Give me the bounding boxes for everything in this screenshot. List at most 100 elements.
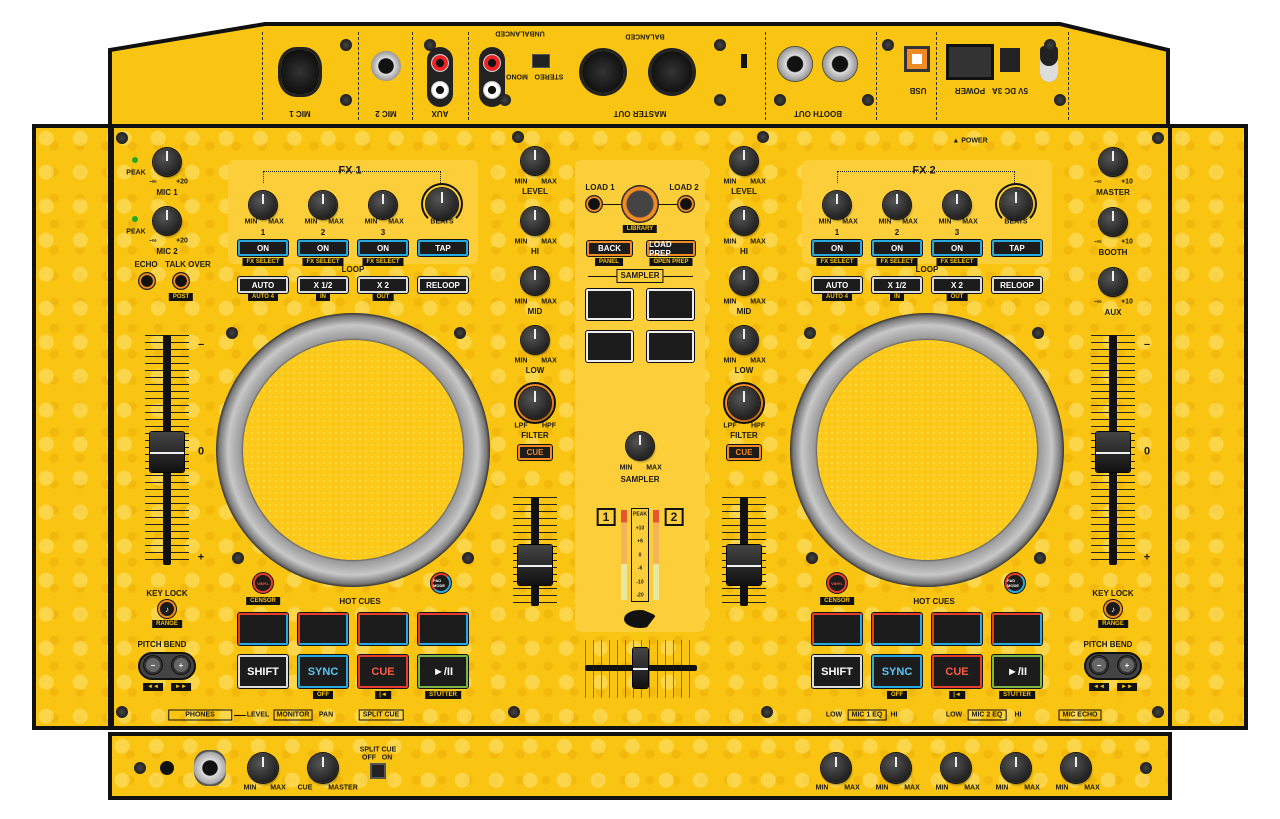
usb-port[interactable] xyxy=(904,46,930,72)
pitch-bend-plus-button[interactable]: + xyxy=(172,656,190,674)
ch2-channel-fader-handle[interactable] xyxy=(727,545,761,585)
hot-cue-pad-2[interactable] xyxy=(298,613,348,645)
ch1-cue-button[interactable]: CUE xyxy=(518,445,552,460)
ch2-hi-knob[interactable] xyxy=(730,207,758,235)
loop-double-button[interactable]: X 2 xyxy=(358,277,408,293)
talk-over-button[interactable] xyxy=(172,272,190,290)
mic1-hi-knob[interactable] xyxy=(881,753,911,783)
mini-jack[interactable] xyxy=(160,761,174,775)
ch1-mid-knob[interactable] xyxy=(521,267,549,295)
master-out-xlr-left[interactable] xyxy=(582,51,624,93)
loop-auto-button[interactable]: AUTO xyxy=(812,277,862,293)
mic2-hi-knob[interactable] xyxy=(1001,753,1031,783)
aux-rca-left[interactable] xyxy=(431,81,449,99)
hot-cue-pad-1[interactable] xyxy=(238,613,288,645)
split-cue-switch[interactable] xyxy=(370,763,386,779)
aux-rca-right[interactable] xyxy=(431,54,449,72)
ch2-filter-knob[interactable] xyxy=(728,387,760,419)
mic2-jack[interactable] xyxy=(371,51,401,81)
fx3-knob[interactable] xyxy=(369,191,397,219)
loop-auto-button[interactable]: AUTO xyxy=(238,277,288,293)
key-lock-button[interactable]: ♪ xyxy=(158,600,176,618)
mic1-gain-knob[interactable] xyxy=(153,148,181,176)
tap-button[interactable]: TAP xyxy=(418,240,468,256)
fx3-on-button[interactable]: ON xyxy=(932,240,982,256)
fx3-knob[interactable] xyxy=(943,191,971,219)
beats-knob[interactable] xyxy=(1000,188,1032,220)
stereo-mono-switch[interactable] xyxy=(532,54,550,68)
hot-cue-pad-4[interactable] xyxy=(418,613,468,645)
ch1-hi-knob[interactable] xyxy=(521,207,549,235)
load1-button[interactable] xyxy=(585,195,603,213)
sampler-pad-2[interactable] xyxy=(647,289,694,320)
tap-button[interactable]: TAP xyxy=(992,240,1042,256)
fx1-on-button[interactable]: ON xyxy=(238,240,288,256)
mic2-gain-knob[interactable] xyxy=(153,207,181,235)
reloop-button[interactable]: RELOOP xyxy=(992,277,1042,293)
loop-double-button[interactable]: X 2 xyxy=(932,277,982,293)
aux-level-knob[interactable] xyxy=(1099,268,1127,296)
power-switch[interactable] xyxy=(946,44,994,80)
hot-cue-pad-2[interactable] xyxy=(872,613,922,645)
play-pause-button[interactable]: ►/II xyxy=(418,655,468,688)
fx1-knob[interactable] xyxy=(249,191,277,219)
booth-out-right-jack[interactable] xyxy=(822,46,858,82)
vinyl-button[interactable]: VINYL xyxy=(827,573,847,593)
ch2-mid-knob[interactable] xyxy=(730,267,758,295)
hot-cue-pad-1[interactable] xyxy=(812,613,862,645)
play-pause-button[interactable]: ►/II xyxy=(992,655,1042,688)
ch1-filter-knob[interactable] xyxy=(519,387,551,419)
loop-half-button[interactable]: X 1/2 xyxy=(872,277,922,293)
hot-cue-pad-3[interactable] xyxy=(358,613,408,645)
booth-out-left-jack[interactable] xyxy=(777,46,813,82)
cue-button[interactable]: CUE xyxy=(358,655,408,688)
loop-half-button[interactable]: X 1/2 xyxy=(298,277,348,293)
pad-mode-button[interactable]: PAD MODE xyxy=(1005,573,1025,593)
ch2-low-knob[interactable] xyxy=(730,326,758,354)
load2-button[interactable] xyxy=(677,195,695,213)
vinyl-button[interactable]: VINYL xyxy=(253,573,273,593)
echo-button[interactable] xyxy=(138,272,156,290)
fx2-on-button[interactable]: ON xyxy=(872,240,922,256)
phones-jack[interactable] xyxy=(194,750,226,786)
unbalanced-rca-left[interactable] xyxy=(483,81,501,99)
master-level-knob[interactable] xyxy=(1099,148,1127,176)
load-prep-button[interactable]: LOAD PREP xyxy=(647,240,695,258)
sampler-pad-1[interactable] xyxy=(586,289,633,320)
fx2-knob[interactable] xyxy=(309,191,337,219)
booth-level-knob[interactable] xyxy=(1099,208,1127,236)
pitch-bend-plus-button[interactable]: + xyxy=(1118,656,1136,674)
fx1-on-button[interactable]: ON xyxy=(812,240,862,256)
fx3-on-button[interactable]: ON xyxy=(358,240,408,256)
cue-button[interactable]: CUE xyxy=(932,655,982,688)
crossfader-handle[interactable] xyxy=(633,648,648,688)
shift-button[interactable]: SHIFT xyxy=(238,655,288,688)
hot-cue-pad-3[interactable] xyxy=(932,613,982,645)
sampler-volume-knob[interactable] xyxy=(626,432,654,460)
pitch-fader-handle[interactable] xyxy=(150,432,184,472)
ch1-channel-fader-handle[interactable] xyxy=(518,545,552,585)
hot-cue-pad-4[interactable] xyxy=(992,613,1042,645)
fx1-knob[interactable] xyxy=(823,191,851,219)
sampler-pad-3[interactable] xyxy=(586,331,633,362)
sync-button[interactable]: SYNC xyxy=(872,655,922,688)
back-button[interactable]: BACK xyxy=(587,241,632,256)
pad-mode-button[interactable]: PAD MODE xyxy=(431,573,451,593)
mic1-xlr-input[interactable] xyxy=(281,50,319,94)
dc-input[interactable] xyxy=(1000,48,1020,72)
unbalanced-rca-right[interactable] xyxy=(483,54,501,72)
sampler-pad-4[interactable] xyxy=(647,331,694,362)
ch2-cue-button[interactable]: CUE xyxy=(727,445,761,460)
ch2-level-knob[interactable] xyxy=(730,147,758,175)
key-lock-button[interactable]: ♪ xyxy=(1104,600,1122,618)
mic-echo-knob[interactable] xyxy=(1061,753,1091,783)
mic1-low-knob[interactable] xyxy=(821,753,851,783)
master-out-xlr-right[interactable] xyxy=(651,51,693,93)
sync-button[interactable]: SYNC xyxy=(298,655,348,688)
shift-button[interactable]: SHIFT xyxy=(812,655,862,688)
fx2-on-button[interactable]: ON xyxy=(298,240,348,256)
fx2-knob[interactable] xyxy=(883,191,911,219)
pitch-bend-minus-button[interactable]: − xyxy=(144,656,162,674)
phones-level-knob[interactable] xyxy=(248,753,278,783)
cue-master-knob[interactable] xyxy=(308,753,338,783)
